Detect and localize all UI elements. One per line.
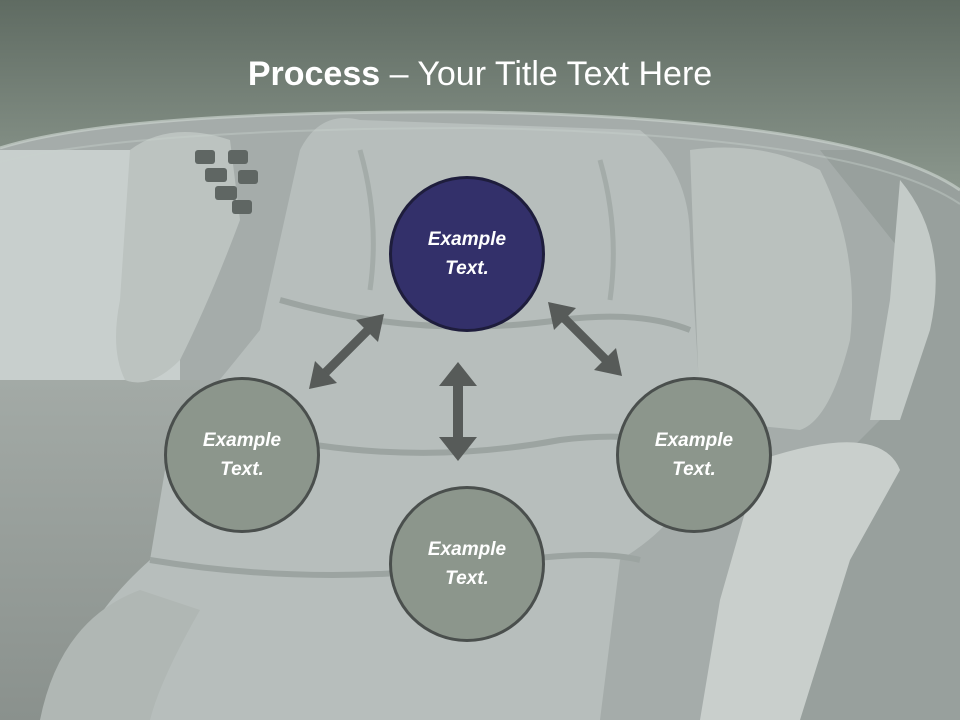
title-rest-part: – Your Title Text Here [380,55,713,93]
slide-title: Process – Your Title Text Here [0,52,960,96]
process-circle-top[interactable]: Example Text. [389,176,545,332]
process-circle-right[interactable]: Example Text. [616,377,772,533]
process-circle-bottom[interactable]: Example Text. [389,486,545,642]
process-circle-left[interactable]: Example Text. [164,377,320,533]
title-bold-part: Process [247,55,381,93]
